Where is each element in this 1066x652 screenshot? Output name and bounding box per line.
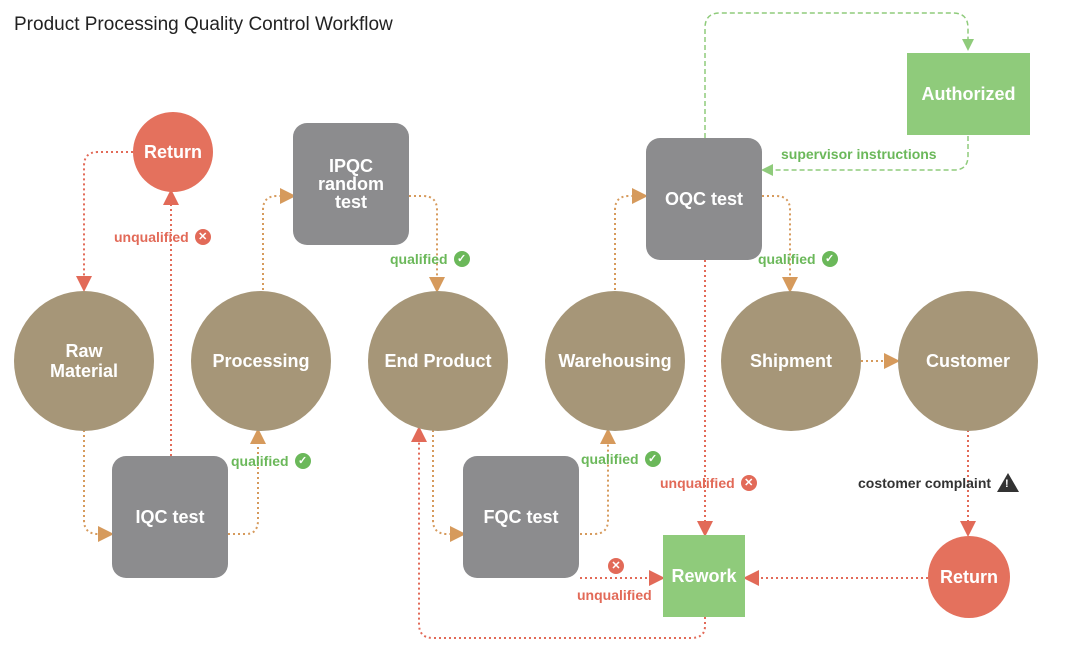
unqualified-iqc-label: unqualified ✕ — [114, 229, 211, 245]
qualified-ipqc-text: qualified — [390, 251, 448, 267]
diagram-title: Product Processing Quality Control Workf… — [14, 14, 393, 35]
flow-iqc-to-processing — [228, 428, 266, 535]
check-circle-icon: ✓ — [644, 451, 661, 467]
flow-return-to-raw — [76, 151, 133, 292]
check-circle-icon: ✓ — [294, 453, 311, 469]
return-bottom-node: Return — [928, 536, 1010, 618]
qualified-fqc-text: qualified — [581, 451, 639, 467]
fqc-test-node: FQC test — [463, 456, 579, 578]
warehousing-label: Warehousing — [558, 351, 672, 371]
processing-node: Processing — [191, 291, 331, 431]
oqc-test-label: OQC test — [664, 189, 743, 209]
flow-ipqc-to-endproduct — [409, 195, 445, 293]
qualified-fqc-label: qualified ✓ — [581, 451, 661, 467]
end-product-node: End Product — [368, 291, 508, 431]
fqc-test-label: FQC test — [483, 507, 559, 527]
iqc-test-label: IQC test — [135, 507, 205, 527]
flow-oqc-to-authorized — [704, 12, 974, 138]
supervisor-text: supervisor instructions — [781, 146, 937, 162]
complaint-label: costomer complaint ! — [858, 473, 1020, 492]
qualified-oqc-text: qualified — [758, 251, 816, 267]
ipqc-label-1: IPQC — [328, 156, 373, 176]
flow-raw-to-iqc — [83, 430, 114, 542]
ipqc-label-3: test — [334, 192, 367, 212]
flow-endproduct-to-fqc — [432, 430, 466, 542]
flow-warehousing-to-oqc — [614, 188, 648, 290]
check-circle-icon: ✓ — [821, 251, 838, 267]
x-circle-icon: ✕ — [194, 229, 211, 245]
shipment-label: Shipment — [749, 351, 832, 371]
unqualified-fqc-icon-wrap: ✕ — [608, 558, 624, 574]
authorized-label: Authorized — [921, 83, 1016, 104]
authorized-node: Authorized — [907, 53, 1030, 135]
flow-authorized-to-oqc — [761, 136, 969, 176]
rework-label: Rework — [671, 565, 737, 586]
x-circle-icon: ✕ — [608, 558, 624, 574]
oqc-test-node: OQC test — [646, 138, 762, 260]
warning-triangle-icon: ! — [997, 473, 1020, 492]
qualified-iqc-label: qualified ✓ — [231, 453, 311, 469]
unqualified-oqc-text: unqualified — [660, 475, 735, 491]
x-circle-icon: ✕ — [740, 475, 757, 491]
customer-label: Customer — [925, 351, 1010, 371]
unqualified-oqc-label: unqualified ✕ — [660, 475, 757, 491]
shipment-node: Shipment — [721, 291, 861, 431]
ipqc-test-node: IPQC random test — [293, 123, 409, 245]
unqualified-iqc-text: unqualified — [114, 229, 189, 245]
unqualified-fqc-label: unqualified — [577, 587, 652, 603]
supervisor-label: supervisor instructions — [781, 146, 937, 162]
return-top-label: Return — [144, 141, 202, 162]
flow-processing-to-ipqc — [262, 188, 296, 290]
rework-node: Rework — [663, 535, 745, 617]
complaint-text: costomer complaint — [858, 474, 992, 491]
return-bottom-label: Return — [940, 566, 998, 587]
qualified-iqc-text: qualified — [231, 453, 289, 469]
customer-node: Customer — [898, 291, 1038, 431]
flow-fqc-to-warehousing — [580, 428, 616, 535]
raw-material-label-1: Raw — [65, 341, 103, 361]
return-top-node: Return — [133, 112, 213, 192]
qualified-ipqc-label: qualified ✓ — [390, 251, 470, 267]
raw-material-label-2: Material — [49, 361, 119, 381]
end-product-label: End Product — [384, 351, 492, 371]
ipqc-label-2: random — [317, 174, 384, 194]
iqc-test-node: IQC test — [112, 456, 228, 578]
processing-label: Processing — [212, 351, 310, 371]
qualified-oqc-label: qualified ✓ — [758, 251, 838, 267]
raw-material-node: Raw Material — [14, 291, 154, 431]
warehousing-node: Warehousing — [545, 291, 685, 431]
check-circle-icon: ✓ — [453, 251, 470, 267]
flow-oqc-to-shipment — [762, 195, 798, 293]
unqualified-fqc-text: unqualified — [577, 587, 652, 603]
